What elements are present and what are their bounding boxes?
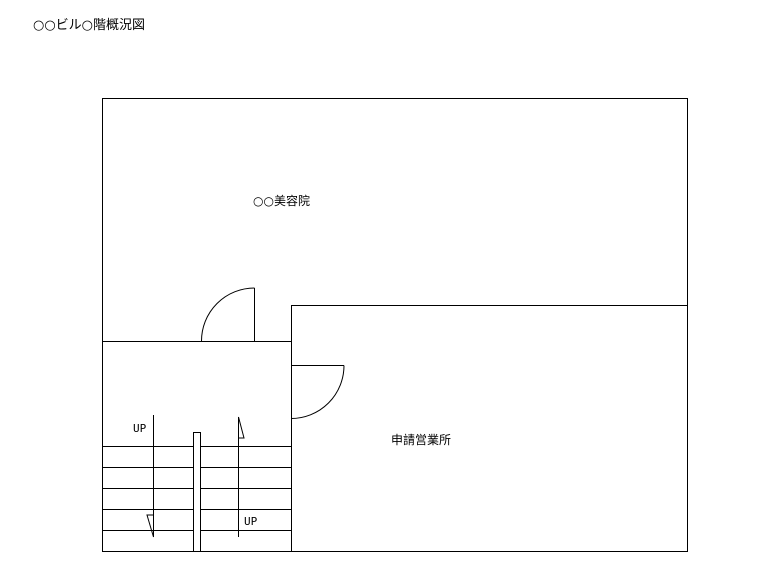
stair-up-label-left: UP — [133, 422, 147, 435]
salon-door — [201, 287, 255, 342]
office-room — [291, 305, 688, 552]
room-label-salon: ○○美容院 — [253, 193, 310, 208]
stair-up-label-right: UP — [244, 515, 258, 528]
arrowhead-down-icon — [146, 514, 154, 538]
building-outline — [102, 98, 688, 552]
arrowhead-up-icon — [238, 416, 245, 439]
stair-handrail — [193, 432, 201, 552]
drawing-title: ○○ビル○階概況図 — [33, 18, 146, 33]
staircase — [102, 415, 291, 552]
room-label-office: 申請営業所 — [391, 433, 451, 447]
office-door — [290, 365, 345, 419]
